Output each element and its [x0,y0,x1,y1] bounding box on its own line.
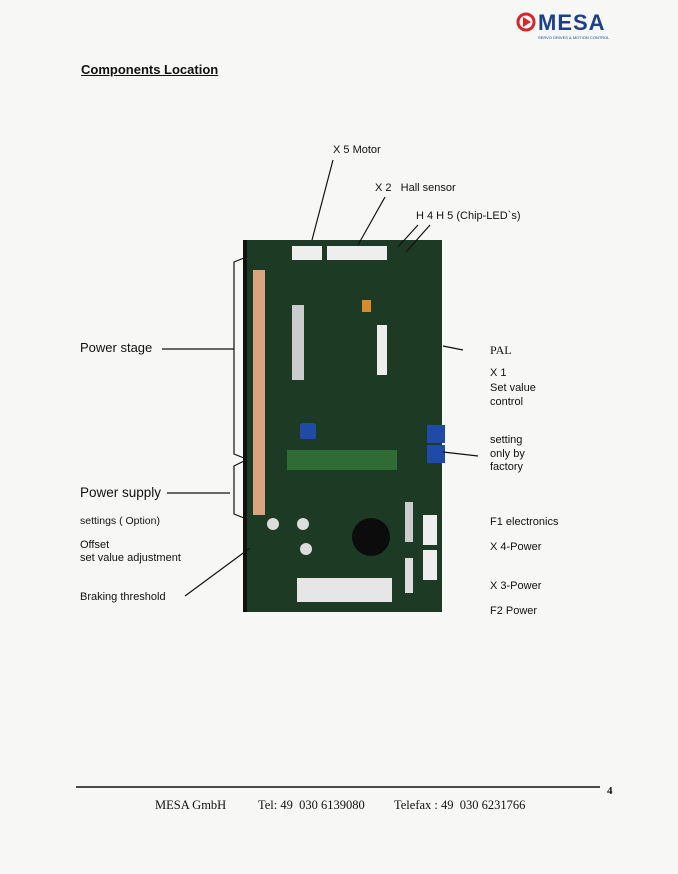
page-number: 4 [607,785,613,797]
capacitor-small [300,543,312,555]
logo-text: MESA [538,10,606,35]
capacitor-small [297,518,309,530]
logo-tagline: SERVO DRIVES & MOTION CONTROL [538,35,610,40]
green-trace [287,450,397,470]
leader-factory [442,451,479,457]
x3-connector [423,550,437,580]
label-x3-power: X 3-Power [490,580,542,592]
label-set-value: Set value [490,382,536,394]
capacitor-small [267,518,279,530]
label-set-value-adjustment: set value adjustment [80,552,181,564]
white-label [297,578,392,602]
label-only-by: only by [490,448,525,460]
leader-h4 [397,224,419,248]
label-control: control [490,396,524,408]
factory-pot-2 [427,445,445,463]
label-sticker [292,305,304,380]
label-pal: PAL [490,343,512,357]
leader-x2 [357,196,386,246]
orange-capacitor [362,300,371,312]
label-factory: factory [490,461,524,473]
fuse-f1 [405,502,413,542]
x5-connector [292,246,322,260]
label-x1: X 1 [490,367,507,379]
label-x4-power: X 4-Power [490,541,542,553]
x4-connector [423,515,437,545]
pcb-board-photo [243,240,445,612]
label-x5-motor: X 5 Motor [333,144,381,156]
label-h4-h5: H 4 H 5 (Chip-LED`s) [416,210,521,222]
label-power-stage: Power stage [80,340,153,355]
logo-play-icon [516,12,536,32]
leader-h5 [405,224,431,253]
footer-tel: Tel: 49 030 6139080 [258,798,365,812]
label-setting: setting [490,434,523,446]
label-power-supply: Power supply [80,485,162,500]
label-x2-hall-sensor: X 2 Hall sensor [375,182,456,194]
fuse-f2 [405,558,413,593]
footer-fax: Telefax : 49 030 6231766 [394,798,526,812]
label-f1-electronics: F1 electronics [490,516,559,528]
pal-chip [377,325,387,375]
label-offset: Offset [80,539,110,551]
label-settings-option: settings ( Option) [80,515,160,527]
x2-connector [327,246,387,260]
label-f2-power: F2 Power [490,605,538,617]
factory-pot-1 [427,425,445,443]
potentiometer [300,423,316,439]
leader-pal [442,345,464,351]
bracket-power-supply [233,460,245,519]
page-title: Components Location [81,62,219,77]
big-capacitor [352,518,390,556]
power-stage-strip [253,270,265,515]
footer-company: MESA GmbH [155,798,227,812]
bracket-power-stage [233,257,245,459]
label-braking-threshold: Braking threshold [80,591,166,603]
leader-x5 [311,159,334,241]
leader-braking [184,547,251,597]
